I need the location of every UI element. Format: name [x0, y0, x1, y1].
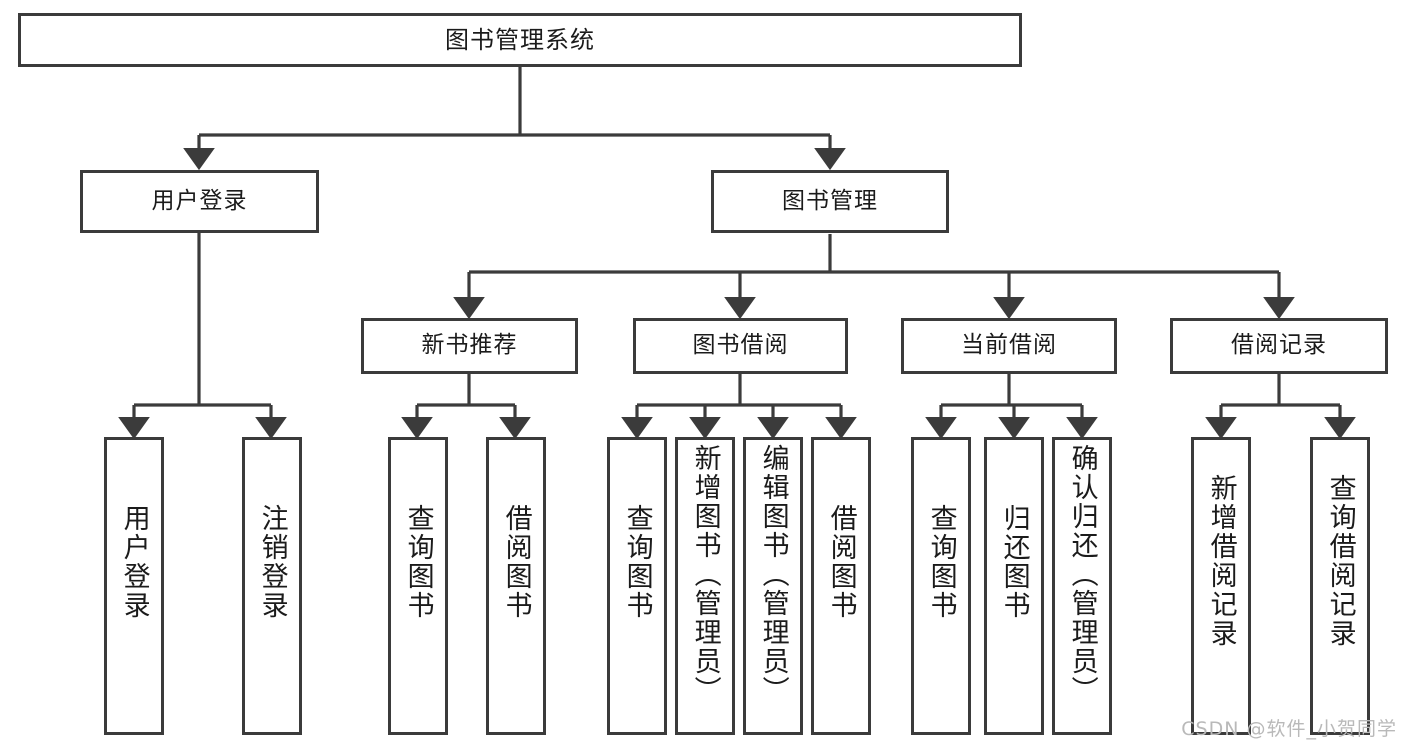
leaf-current-return-book-label: 归还图书	[998, 504, 1030, 620]
leaf-record-add-label: 新增借阅记录	[1205, 474, 1237, 648]
node-root-label: 图书管理系统	[445, 25, 595, 54]
leaf-recommend-query-book-label: 查询图书	[402, 504, 434, 620]
leaf-borrow-query-book[interactable]: 查询图书	[607, 437, 667, 735]
leaf-user-logout-label: 注销登录	[256, 504, 288, 620]
leaf-user-login-label: 用户登录	[118, 504, 150, 620]
node-user-login-label: 用户登录	[151, 187, 248, 214]
leaf-record-add[interactable]: 新增借阅记录	[1191, 437, 1251, 735]
leaf-recommend-borrow-book-label: 借阅图书	[500, 504, 532, 620]
leaf-current-confirm-return-label: 确认归还（管理员）	[1066, 444, 1098, 705]
leaf-record-search-label: 查询借阅记录	[1324, 474, 1356, 648]
node-current-borrow[interactable]: 当前借阅	[901, 318, 1117, 374]
node-user-login[interactable]: 用户登录	[80, 170, 319, 233]
leaf-current-query-book-label: 查询图书	[925, 504, 957, 620]
leaf-recommend-query-book[interactable]: 查询图书	[388, 437, 448, 735]
leaf-user-login[interactable]: 用户登录	[104, 437, 164, 735]
node-borrow-record-label: 借阅记录	[1231, 332, 1327, 359]
leaf-borrow-add-book[interactable]: 新增图书（管理员）	[675, 437, 735, 735]
leaf-current-query-book[interactable]: 查询图书	[911, 437, 971, 735]
leaf-current-return-book[interactable]: 归还图书	[984, 437, 1044, 735]
leaf-recommend-borrow-book[interactable]: 借阅图书	[486, 437, 546, 735]
leaf-borrow-edit-book[interactable]: 编辑图书（管理员）	[743, 437, 803, 735]
leaf-borrow-borrow-book-label: 借阅图书	[825, 504, 857, 620]
leaf-borrow-edit-book-label: 编辑图书（管理员）	[757, 444, 789, 705]
node-borrow-record[interactable]: 借阅记录	[1170, 318, 1388, 374]
node-book-borrow[interactable]: 图书借阅	[633, 318, 848, 374]
leaf-borrow-add-book-label: 新增图书（管理员）	[689, 444, 721, 705]
node-new-book-recommend[interactable]: 新书推荐	[361, 318, 578, 374]
leaf-current-confirm-return[interactable]: 确认归还（管理员）	[1052, 437, 1112, 735]
node-book-manage[interactable]: 图书管理	[711, 170, 949, 233]
node-book-manage-label: 图书管理	[782, 187, 878, 214]
node-root[interactable]: 图书管理系统	[18, 13, 1022, 67]
node-current-borrow-label: 当前借阅	[961, 332, 1057, 359]
leaf-borrow-query-book-label: 查询图书	[621, 504, 653, 620]
leaf-borrow-borrow-book[interactable]: 借阅图书	[811, 437, 871, 735]
leaf-record-search[interactable]: 查询借阅记录	[1310, 437, 1370, 735]
node-book-borrow-label: 图书借阅	[692, 332, 789, 359]
node-new-book-recommend-label: 新书推荐	[421, 332, 518, 359]
leaf-user-logout[interactable]: 注销登录	[242, 437, 302, 735]
